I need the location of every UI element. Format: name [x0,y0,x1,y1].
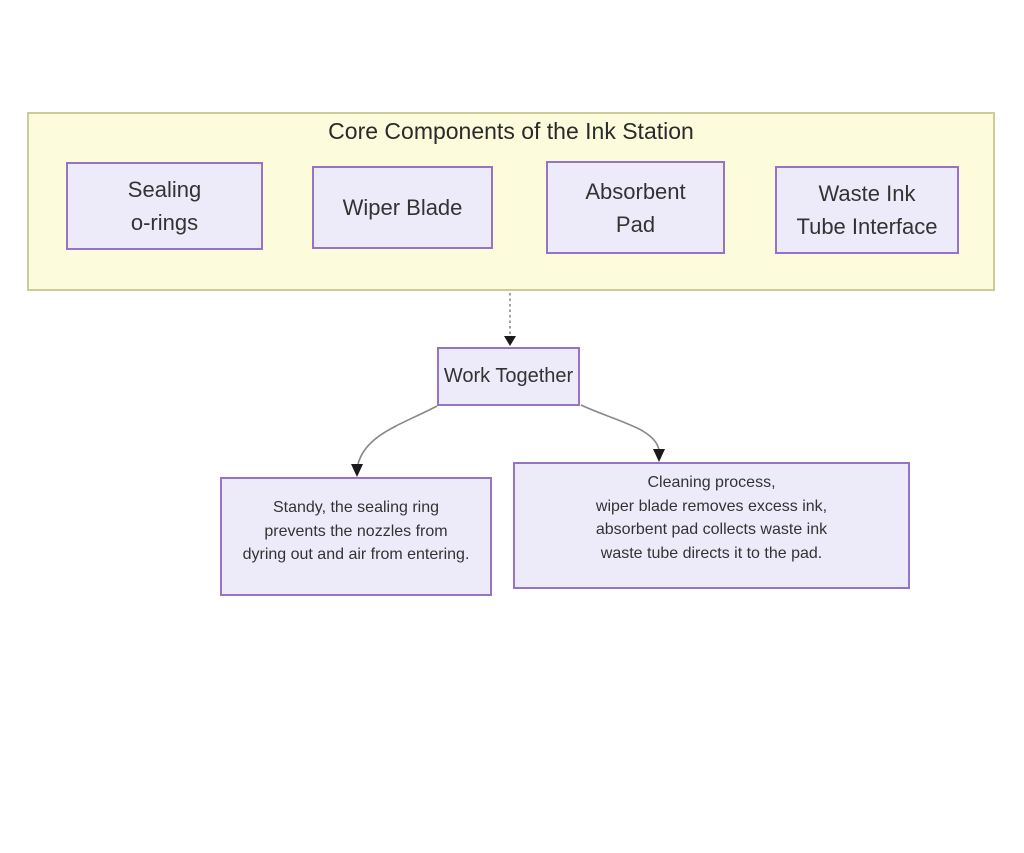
node-absorbent-pad: Absorbent Pad [546,161,725,254]
node-outcome-cleaning-process: Cleaning process, wiper blade removes ex… [513,462,910,589]
arrow-work-together-to-outcome-1 [351,405,438,477]
arrow-work-together-to-outcome-2 [580,404,665,462]
arrow-group-to-work-together [504,293,516,346]
node-outcome-standby-sealing: Standy, the sealing ring prevents the no… [220,477,492,596]
group-title: Core Components of the Ink Station [328,118,694,144]
node-wiper-blade: Wiper Blade [312,166,493,249]
node-waste-ink-tube-interface: Waste Ink Tube Interface [775,166,959,254]
core-components-group: Core Components of the Ink Station Seali… [22,112,995,296]
node-sealing-o-rings: Sealing o-rings [66,162,263,250]
node-work-together: Work Together [437,347,580,406]
